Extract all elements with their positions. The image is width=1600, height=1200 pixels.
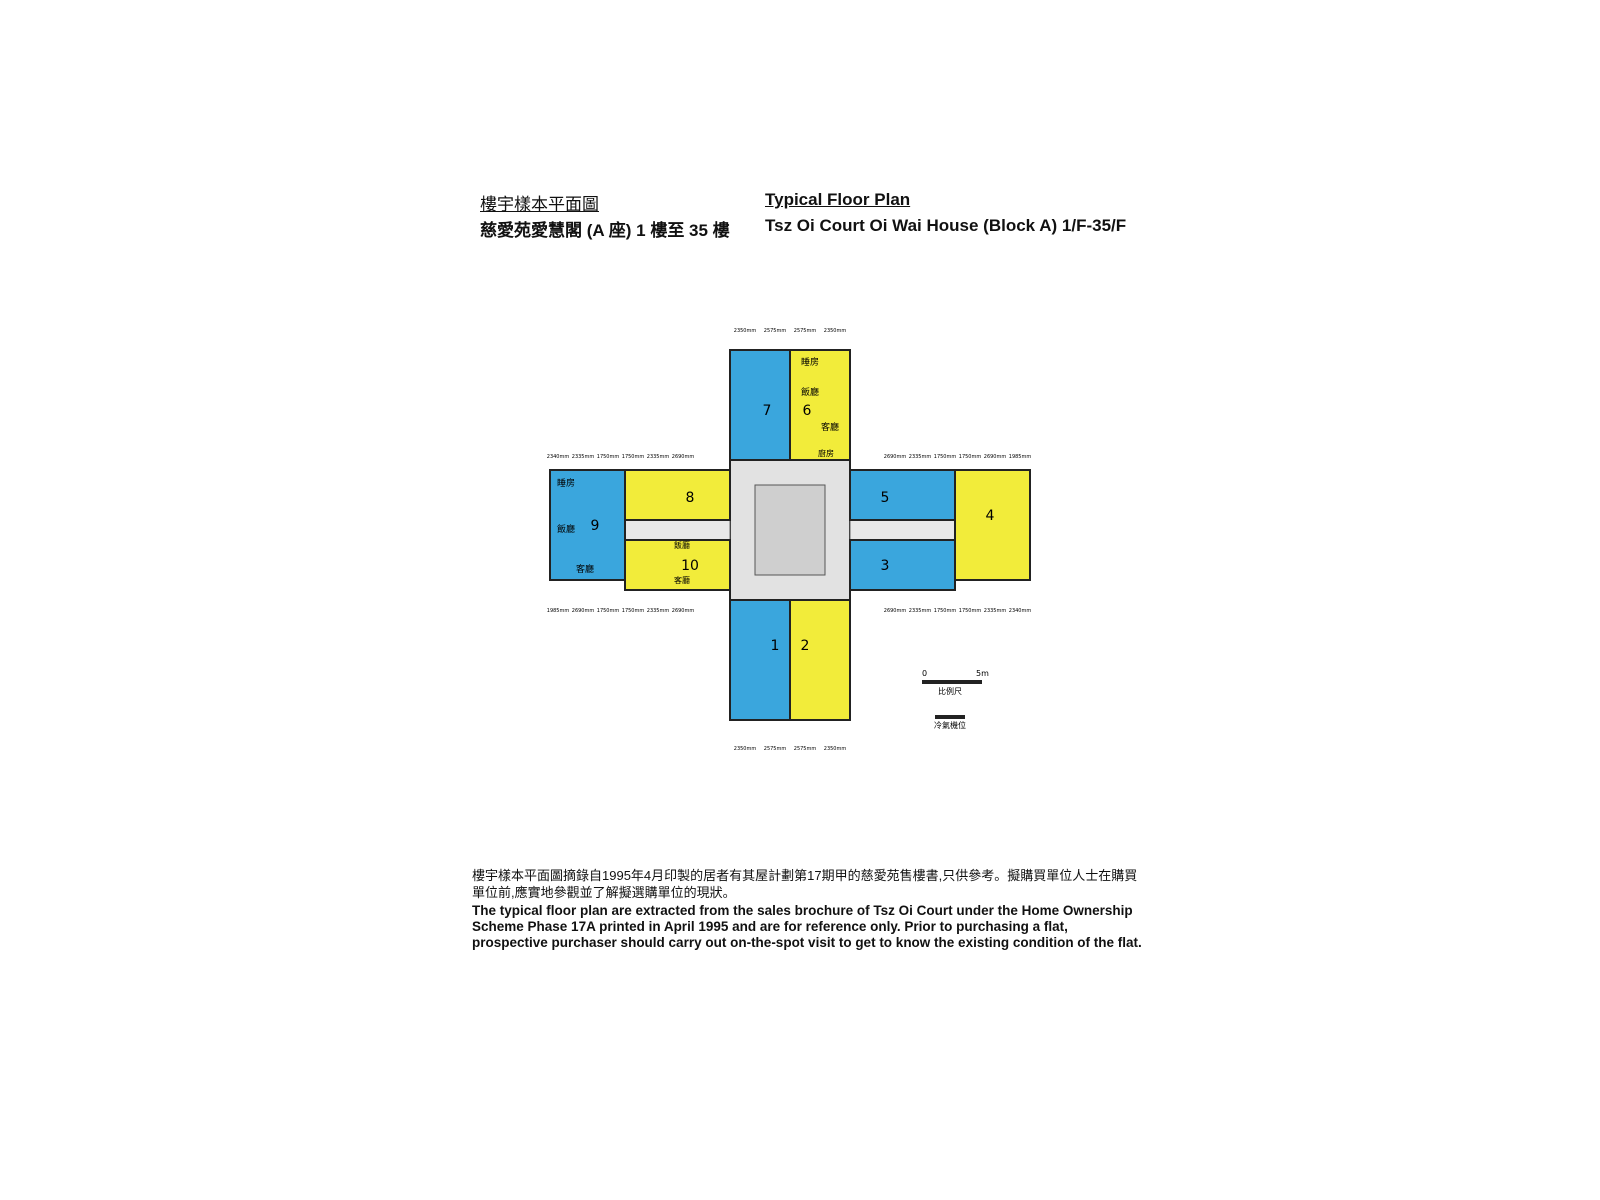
ac-legend-label: 冷氣機位 (934, 720, 966, 730)
dimension-top-2: 2575mm (764, 328, 787, 334)
dimension-right-upper-4: 1750mm (959, 454, 982, 460)
dimension-left-upper-3: 1750mm (597, 454, 620, 460)
dimension-bottom-1: 2350mm (734, 746, 757, 752)
dimension-bottom-2: 2575mm (764, 746, 787, 752)
dimension-left-lower-2: 2690mm (572, 608, 595, 614)
unit-number-3: 3 (881, 558, 890, 574)
dimension-left-lower-6: 2690mm (672, 608, 695, 614)
dimension-bottom-4: 2350mm (824, 746, 847, 752)
unit-5 (849, 469, 956, 521)
room-label-living-10: 客廳 (674, 575, 690, 585)
unit-3 (849, 539, 956, 591)
dimension-right-lower-1: 2690mm (884, 608, 907, 614)
dimension-right-upper-1: 2690mm (884, 454, 907, 460)
dimension-top-4: 2350mm (824, 328, 847, 334)
dimension-right-upper-3: 1750mm (934, 454, 957, 460)
dimension-left-lower-4: 1750mm (622, 608, 645, 614)
unit-number-5: 5 (881, 490, 890, 506)
unit-4 (954, 469, 1031, 581)
unit-number-1: 1 (771, 638, 780, 654)
room-label-living-9: 客廳 (576, 563, 594, 575)
dimension-right-lower-6: 2340mm (1009, 608, 1032, 614)
unit-9 (549, 469, 626, 581)
note-chinese: 樓宇樣本平面圖摘錄自1995年4月印製的居者有其屋計劃第17期甲的慈愛苑售樓書,… (472, 868, 1138, 900)
note-english: The typical floor plan are extracted fro… (472, 903, 1142, 950)
unit-7 (729, 349, 791, 461)
ac-legend-swatch (935, 715, 965, 719)
dimension-right-lower-5: 2335mm (984, 608, 1007, 614)
unit-number-8: 8 (686, 490, 695, 506)
dimension-right-upper-2: 2335mm (909, 454, 932, 460)
lift-lobby (754, 484, 826, 576)
dimension-top-1: 2350mm (734, 328, 757, 334)
dimension-left-upper-1: 2340mm (547, 454, 570, 460)
unit-number-4: 4 (986, 508, 995, 524)
room-label-bedroom: 睡房 (801, 356, 819, 368)
corridor-west (624, 519, 731, 541)
room-label-living: 客廳 (821, 421, 839, 433)
dimension-top-3: 2575mm (794, 328, 817, 334)
dimension-right-lower-3: 1750mm (934, 608, 957, 614)
dimension-right-lower-4: 1750mm (959, 608, 982, 614)
unit-number-9: 9 (591, 518, 600, 534)
scale-bar (922, 680, 982, 684)
dimension-right-upper-6: 1985mm (1009, 454, 1032, 460)
dimension-bottom-3: 2575mm (794, 746, 817, 752)
unit-number-6: 6 (803, 403, 812, 419)
dimension-left-upper-2: 2335mm (572, 454, 595, 460)
unit-number-10: 10 (681, 558, 699, 574)
dimension-left-upper-4: 1750mm (622, 454, 645, 460)
unit-number-7: 7 (763, 403, 772, 419)
room-label-dining: 飯廳 (801, 386, 819, 398)
unit-10 (624, 539, 731, 591)
scale-label: 比例尺 (938, 686, 962, 696)
unit-6 (789, 349, 851, 461)
dimension-right-upper-5: 2690mm (984, 454, 1007, 460)
title-chinese: 樓宇樣本平面圖 (480, 195, 599, 214)
subtitle-english: Tsz Oi Court Oi Wai House (Block A) 1/F-… (765, 216, 1127, 235)
room-label-dining-9: 飯廳 (557, 523, 575, 535)
scale-zero: 0 (922, 669, 927, 678)
dimension-left-upper-6: 2690mm (672, 454, 695, 460)
corridor-east (849, 519, 956, 541)
unit-1 (729, 599, 791, 721)
scale-end: 5m (976, 669, 989, 678)
dimension-left-lower-1: 1985mm (547, 608, 570, 614)
title-english: Typical Floor Plan (765, 190, 911, 209)
dimension-right-lower-2: 2335mm (909, 608, 932, 614)
dimension-left-lower-3: 1750mm (597, 608, 620, 614)
unit-number-2: 2 (801, 638, 810, 654)
room-label-dining-10: 飯廳 (674, 540, 690, 550)
dimension-left-lower-5: 2335mm (647, 608, 670, 614)
subtitle-chinese: 慈愛苑愛慧閣 (A 座) 1 樓至 35 樓 (480, 221, 730, 240)
dimension-left-upper-5: 2335mm (647, 454, 670, 460)
room-label-bedroom-9: 睡房 (557, 477, 575, 489)
unit-8 (624, 469, 731, 521)
unit-2 (789, 599, 851, 721)
room-label-kitchen: 廚房 (818, 448, 834, 458)
floor-plan: 7 6 1 2 9 8 10 5 3 4 睡房 飯廳 客廳 廚房 睡房 飯廳 客… (547, 328, 1032, 752)
